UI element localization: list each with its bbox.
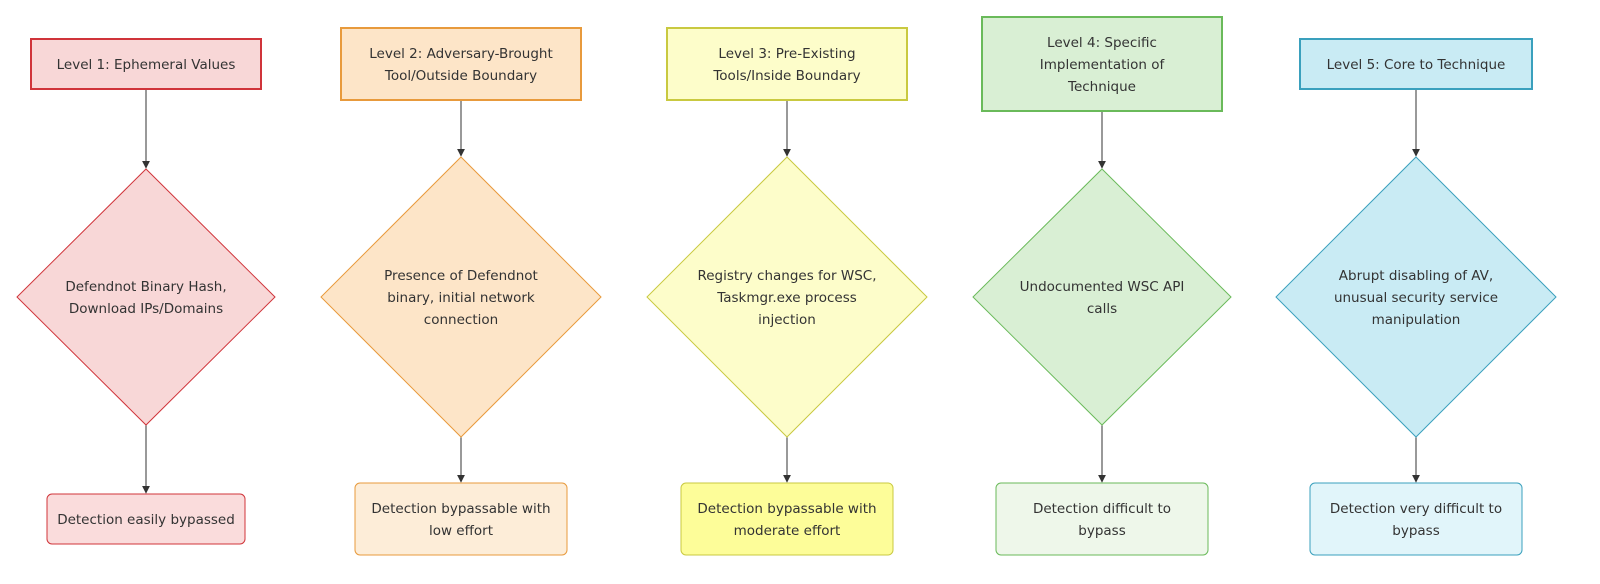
level-box	[1299, 38, 1533, 90]
indicator-diamond	[1275, 156, 1557, 438]
indicator-diamond	[972, 168, 1232, 426]
indicator-label: Registry changes for WSC,Taskmgr.exe pro…	[697, 268, 876, 328]
indicator-diamond	[16, 168, 276, 426]
result-box	[354, 482, 568, 556]
result-box	[680, 482, 894, 556]
indicator-label: Abrupt disabling of AV,unusual security …	[1334, 268, 1498, 328]
level-label: Level 5: Core to Technique	[1327, 57, 1506, 73]
indicator-label: Defendnot Binary Hash,Download IPs/Domai…	[65, 279, 226, 317]
indicator-diamond	[646, 156, 928, 438]
result-box	[1309, 482, 1523, 556]
result-label: Detection easily bypassed	[57, 512, 235, 528]
level-box	[666, 27, 908, 101]
result-box	[995, 482, 1209, 556]
level-box	[981, 16, 1223, 112]
result-box	[46, 493, 246, 545]
level-box	[340, 27, 582, 101]
level-box	[30, 38, 262, 90]
level-label: Level 1: Ephemeral Values	[57, 57, 236, 73]
indicator-diamond	[320, 156, 602, 438]
